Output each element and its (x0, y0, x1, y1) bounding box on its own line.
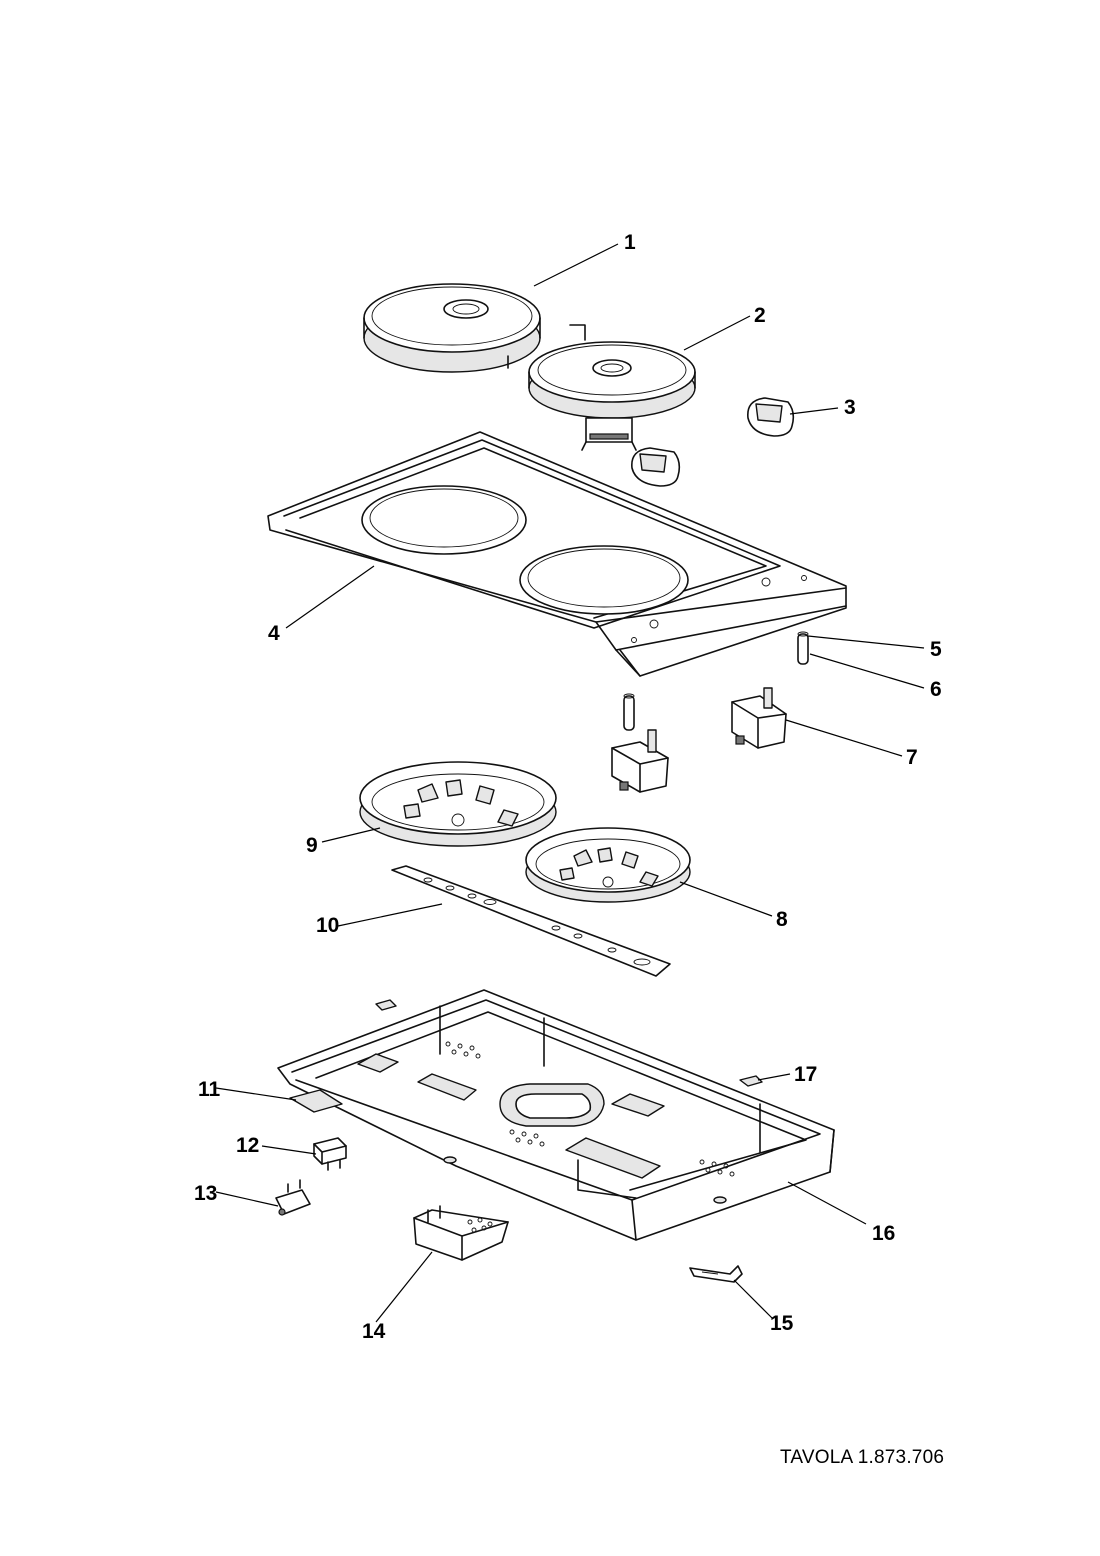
callout-numbers: 1 2 3 4 5 6 7 8 9 10 11 12 13 14 15 16 1… (194, 231, 942, 1343)
callout-6: 6 (930, 678, 942, 701)
callout-17: 17 (794, 1063, 817, 1086)
callout-10: 10 (316, 914, 339, 937)
callout-3: 3 (844, 396, 856, 419)
callout-5: 5 (930, 638, 942, 661)
callout-16: 16 (872, 1222, 895, 1245)
pin-upper (797, 631, 809, 665)
callout-12: 12 (236, 1134, 259, 1157)
callout-7: 7 (906, 746, 918, 769)
energy-regulator-right (731, 687, 787, 749)
mounting-strip (391, 865, 671, 977)
knob-left (631, 447, 681, 487)
callout-2: 2 (754, 304, 766, 327)
callout-8: 8 (776, 908, 788, 931)
knob-right (747, 397, 795, 437)
drawing-reference: TAVOLA 1.873.706 (780, 1447, 945, 1468)
small-clip (375, 999, 763, 1087)
energy-regulator-left (611, 729, 669, 793)
terminal-block (313, 1137, 347, 1171)
large-burner-pan (359, 761, 557, 847)
terminal-plate (289, 1089, 343, 1113)
callout-4: 4 (268, 622, 280, 645)
callout-11: 11 (198, 1078, 221, 1101)
cable-bracket (413, 1205, 509, 1261)
pin-lower (623, 693, 635, 731)
callout-9: 9 (306, 834, 318, 857)
large-hotplate (363, 283, 586, 373)
leader-lines (215, 243, 925, 1323)
callout-15: 15 (770, 1312, 794, 1335)
callout-14: 14 (362, 1320, 386, 1343)
small-burner-pan (525, 827, 691, 903)
bottom-tray (277, 989, 835, 1241)
small-hotplate (528, 341, 696, 451)
callout-13: 13 (194, 1182, 217, 1205)
connector (275, 1179, 311, 1216)
fixing-clip (689, 1265, 743, 1283)
hob-top-frame (267, 431, 847, 677)
callout-1: 1 (624, 231, 636, 254)
